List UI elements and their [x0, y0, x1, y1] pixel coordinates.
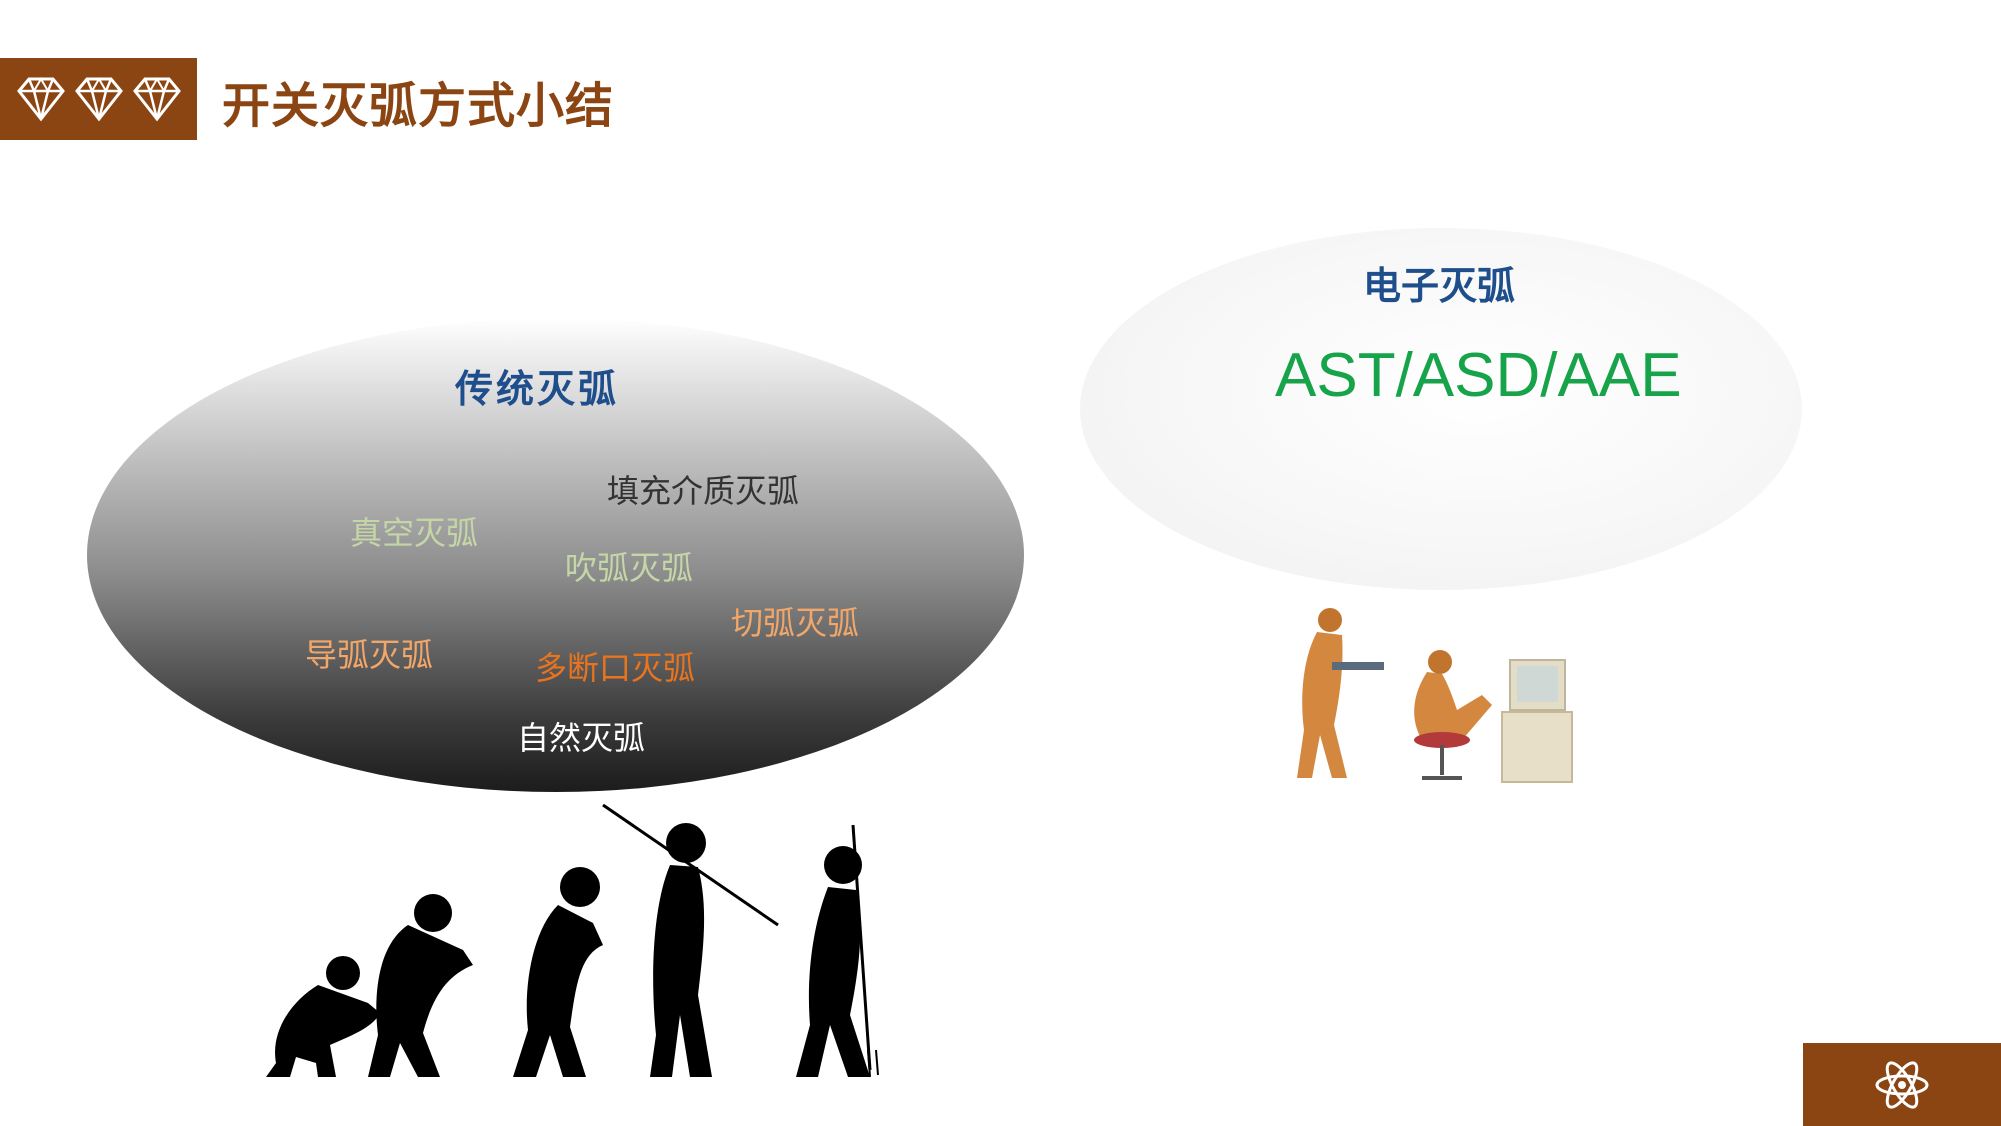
traditional-title: 传统灭弧	[455, 367, 620, 411]
method-label: 自然灭弧	[517, 719, 646, 757]
footer-bar	[1803, 1043, 2001, 1126]
header-bar	[0, 58, 197, 140]
computer-workers-image	[1297, 608, 1573, 783]
method-label: 切弧灭弧	[731, 604, 860, 642]
method-label: 导弧灭弧	[305, 636, 434, 674]
traditional-ellipse	[87, 318, 1024, 792]
method-label: 真空灭弧	[350, 514, 479, 552]
method-label: 多断口灭弧	[535, 649, 696, 687]
electronic-methods: AST/ASD/AAE	[1275, 341, 1682, 410]
electronic-ellipse	[1080, 228, 1802, 590]
evolution-silhouette-image	[266, 803, 879, 1078]
atom-icon	[1875, 1060, 1929, 1109]
electronic-title: 电子灭弧	[1363, 264, 1516, 308]
diamond-icon	[16, 77, 65, 122]
diamond-icon	[74, 77, 123, 122]
method-label: 吹弧灭弧	[565, 549, 694, 587]
method-label: 填充介质灭弧	[607, 472, 800, 510]
diamond-icon	[132, 77, 181, 122]
page-title: 开关灭弧方式小结	[222, 78, 615, 134]
